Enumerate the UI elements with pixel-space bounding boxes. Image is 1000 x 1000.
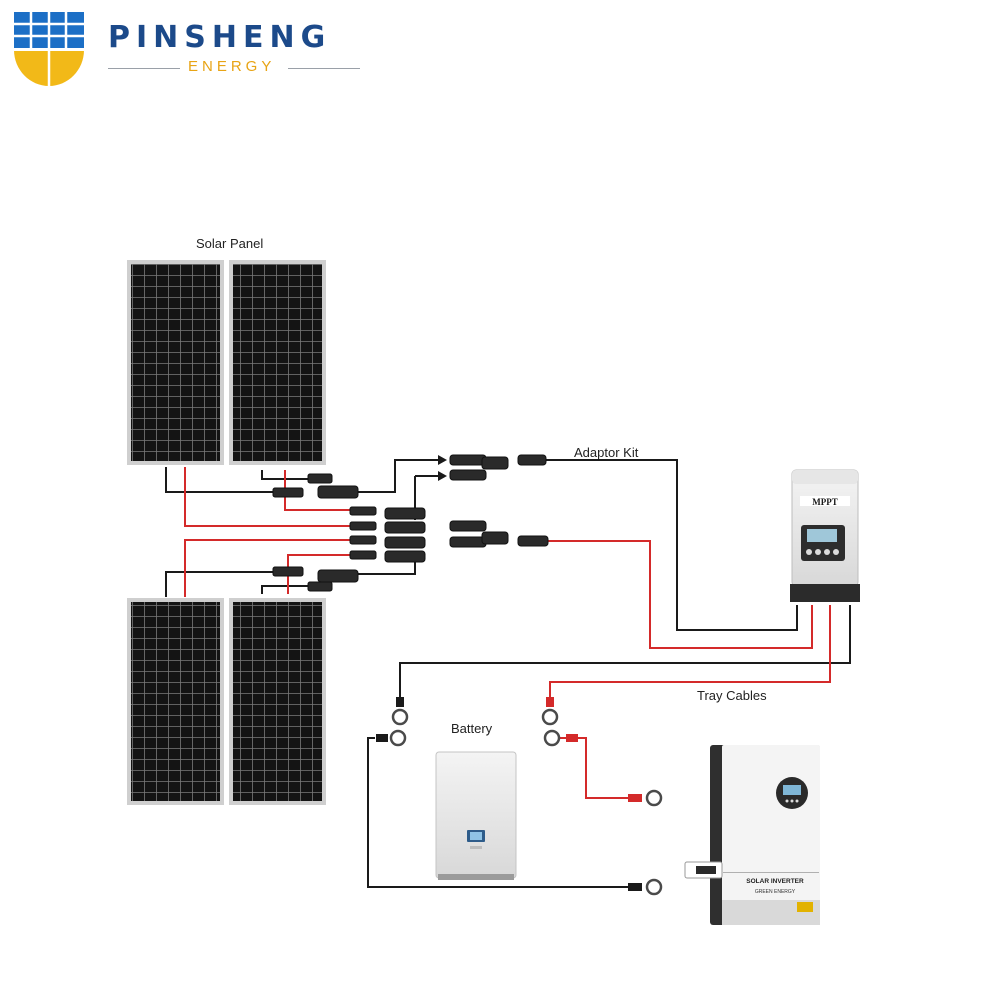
solar-panel-top-left: [127, 260, 224, 465]
brand-name: PINSHENG: [108, 20, 332, 55]
brand-rule-right: [288, 68, 360, 69]
adaptor-arrows: [438, 455, 447, 481]
ring-terminals: [389, 708, 663, 896]
tray-cables-label: Tray Cables: [697, 688, 767, 703]
solar-panel-bottom-right: [229, 598, 326, 805]
solar-inverter: SOLAR INVERTER GREEN ENERGY: [684, 745, 820, 925]
mppt-badge: MPPT: [812, 497, 838, 507]
battery-unit: [435, 751, 517, 880]
mppt-charge-controller: MPPT: [790, 469, 860, 602]
battery-label: Battery: [451, 721, 493, 736]
terminal-sleeves: [376, 697, 642, 891]
brand-sub: ENERGY: [188, 58, 276, 75]
positive-wires: [184, 467, 831, 799]
brand-sub-row: ENERGY: [108, 58, 368, 80]
logo-icon: [14, 12, 84, 86]
mc4-connectors: [272, 454, 549, 592]
solar-panel-top-right: [229, 260, 326, 465]
logo-text: PINSHENG ENERGY: [108, 20, 368, 80]
solar-panel-label: Solar Panel: [196, 236, 263, 251]
inverter-brand: GREEN ENERGY: [755, 889, 796, 895]
brand-rule-left: [108, 68, 180, 69]
solar-panel-bottom-left: [127, 598, 224, 805]
adaptor-kit-label: Adaptor Kit: [574, 445, 639, 460]
inverter-title: SOLAR INVERTER: [746, 878, 804, 885]
